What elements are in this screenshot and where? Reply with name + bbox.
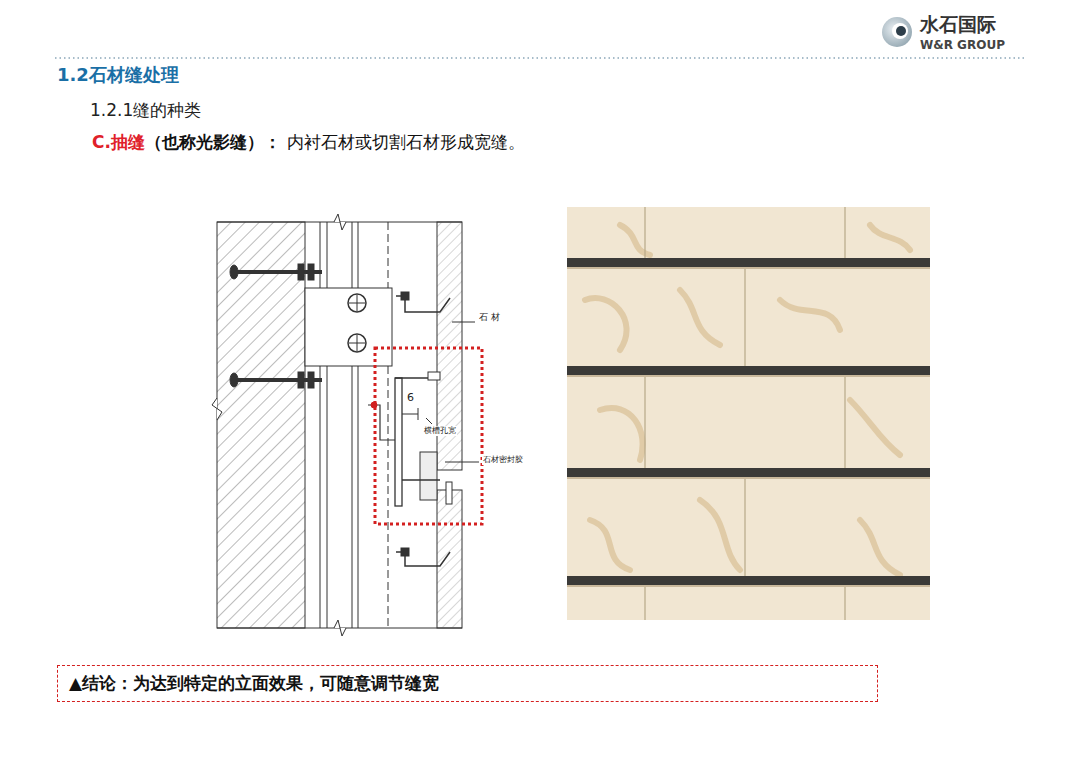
stone-facade-photo [645, 207, 845, 620]
brand-name: 水石国际 [920, 13, 996, 36]
section-drawing [327, 222, 328, 628]
section-drawing [334, 620, 346, 636]
stone-facade-photo [567, 366, 930, 375]
definition-line: C.抽缝（也称光影缝）： 内衬石材或切割石材形成宽缝。 [92, 131, 525, 154]
section-drawing [298, 372, 304, 388]
dimension-label: 6 [406, 391, 415, 404]
stone-facade-photo [644, 377, 645, 468]
section-drawing [388, 222, 389, 628]
section-drawing [452, 322, 475, 323]
section-drawing [352, 222, 353, 628]
section-drawing [320, 222, 321, 628]
section-drawing [375, 348, 482, 524]
conclusion-box: ▲结论：为达到特定的立面效果，可随意调节缝宽 [57, 665, 878, 702]
definition-text: 内衬石材或切割石材形成宽缝。 [287, 131, 525, 154]
section-drawing [348, 294, 366, 312]
section-drawing [212, 398, 222, 420]
section-drawing [418, 408, 419, 420]
section-drawing [402, 479, 440, 481]
section-drawing [230, 373, 238, 387]
slide-title: 1.2石材缝处理 [57, 64, 179, 86]
stone-facade-photo [567, 576, 930, 585]
stone-facade-photo [567, 267, 930, 587]
brand-logo [882, 17, 912, 47]
section-drawing [368, 405, 395, 440]
stone-facade-photo [567, 468, 930, 477]
stone-facade-photo [567, 258, 930, 585]
section-drawing [348, 334, 366, 352]
section-drawing [334, 214, 346, 230]
stone-facade-photo [567, 207, 930, 620]
section-drawing [437, 490, 462, 628]
brand-logo [882, 17, 912, 47]
sub-heading: 1.2.1缝的种类 [90, 100, 201, 120]
section-drawing [402, 414, 418, 415]
item-marker: C.抽缝 [92, 131, 145, 154]
brand-logo [896, 26, 906, 36]
stone-facade-photo [744, 479, 745, 576]
section-drawing [230, 265, 238, 279]
part-label: 横槽孔宽 [423, 426, 457, 436]
conclusion-text: ▲结论：为达到特定的立面效果，可随意调节缝宽 [69, 672, 866, 695]
stone-facade-photo [844, 377, 845, 468]
stone-facade-photo [844, 207, 845, 258]
part-label: 石材密封胶 [482, 455, 524, 465]
stone-facade-photo [567, 585, 930, 587]
brand-name-latin: W&R GROUP [920, 38, 1005, 52]
stone-facade-photo [644, 207, 645, 258]
section-drawing [395, 378, 402, 506]
stone-facade-photo [567, 477, 930, 479]
section-drawing [298, 264, 304, 280]
stone-facade-photo [744, 269, 745, 366]
stone-facade-photo [844, 587, 845, 620]
section-drawing [308, 372, 314, 388]
stone-facade-photo [567, 258, 930, 267]
part-label: 石 材 [478, 312, 501, 323]
section-drawing [305, 288, 392, 366]
section-drawing [212, 214, 482, 636]
header-rule [55, 57, 1025, 59]
section-drawing [308, 264, 314, 280]
section-drawing [445, 462, 479, 463]
stone-facade-photo [567, 267, 930, 269]
section-drawing [401, 292, 409, 300]
section-drawing [358, 222, 359, 628]
section-drawing [217, 222, 305, 628]
section-drawing [420, 452, 437, 500]
stone-facade-photo [644, 587, 645, 620]
alias-note: （也称光影缝）： [145, 131, 281, 154]
section-drawing [426, 418, 432, 424]
section-drawing [357, 335, 358, 351]
stone-facade-photo [567, 207, 930, 620]
stone-facade-photo [585, 225, 910, 575]
section-drawing [357, 295, 358, 311]
stone-facade-photo [567, 375, 930, 377]
section-drawing [446, 482, 452, 504]
section-drawing [428, 372, 440, 380]
section-drawing [401, 548, 409, 556]
brand-logo [892, 23, 908, 39]
